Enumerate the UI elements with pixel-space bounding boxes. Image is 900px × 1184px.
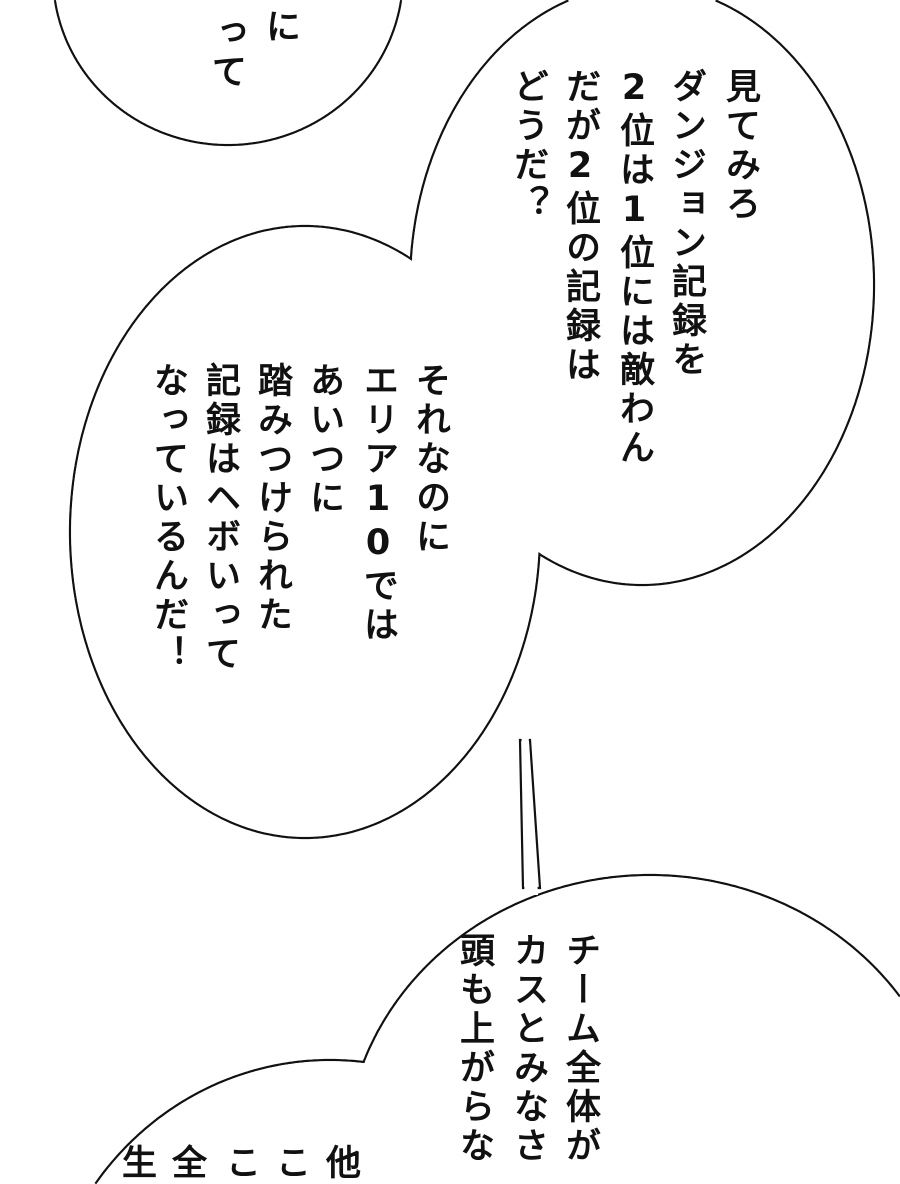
bottom-right-col-3: 頭も上がらな: [454, 932, 494, 1166]
bubble-bottom-left-fill: [41, 1061, 619, 1184]
lower-col-4: 踏みつけられた: [252, 362, 292, 635]
upper-col-2: ダンジョン記録を: [666, 68, 706, 380]
upper-col-1: 見てみろ: [720, 68, 760, 224]
bubble-top-left-fill: [54, 0, 402, 144]
lower-col-3: あいつに: [304, 362, 344, 518]
bubble-tail-fill: [521, 735, 538, 895]
lower-col-5: 記録はヘボいって: [200, 362, 240, 674]
bottom-right-col-2: カスとみなさ: [508, 932, 548, 1166]
bottom-left-col-2: こ: [270, 1144, 310, 1183]
lower-col-2: エリア10では: [358, 362, 398, 645]
bottom-left-col-3: こ: [220, 1144, 260, 1183]
bottom-right-col-1: チーム全体が: [560, 932, 600, 1166]
bubble-lower-fill: [71, 227, 539, 837]
upper-col-5: どうだ？: [508, 68, 548, 224]
lower-col-1: それなのに: [410, 362, 450, 557]
bottom-left-col-5: 生: [116, 1144, 156, 1183]
top-left-col-1: に: [260, 8, 300, 47]
bubble-bottom-right-fill: [346, 876, 900, 1184]
upper-col-3: 2位は1位には敵わん: [614, 68, 654, 468]
bubble-fills: [41, 0, 900, 1184]
lower-col-6: なっているんだ！: [148, 362, 188, 674]
top-left-col-2: って: [206, 14, 246, 92]
bottom-left-col-4: 全: [166, 1144, 206, 1183]
bottom-left-col-1: 他: [320, 1144, 360, 1183]
upper-col-4: だが2位の記録は: [560, 68, 600, 385]
